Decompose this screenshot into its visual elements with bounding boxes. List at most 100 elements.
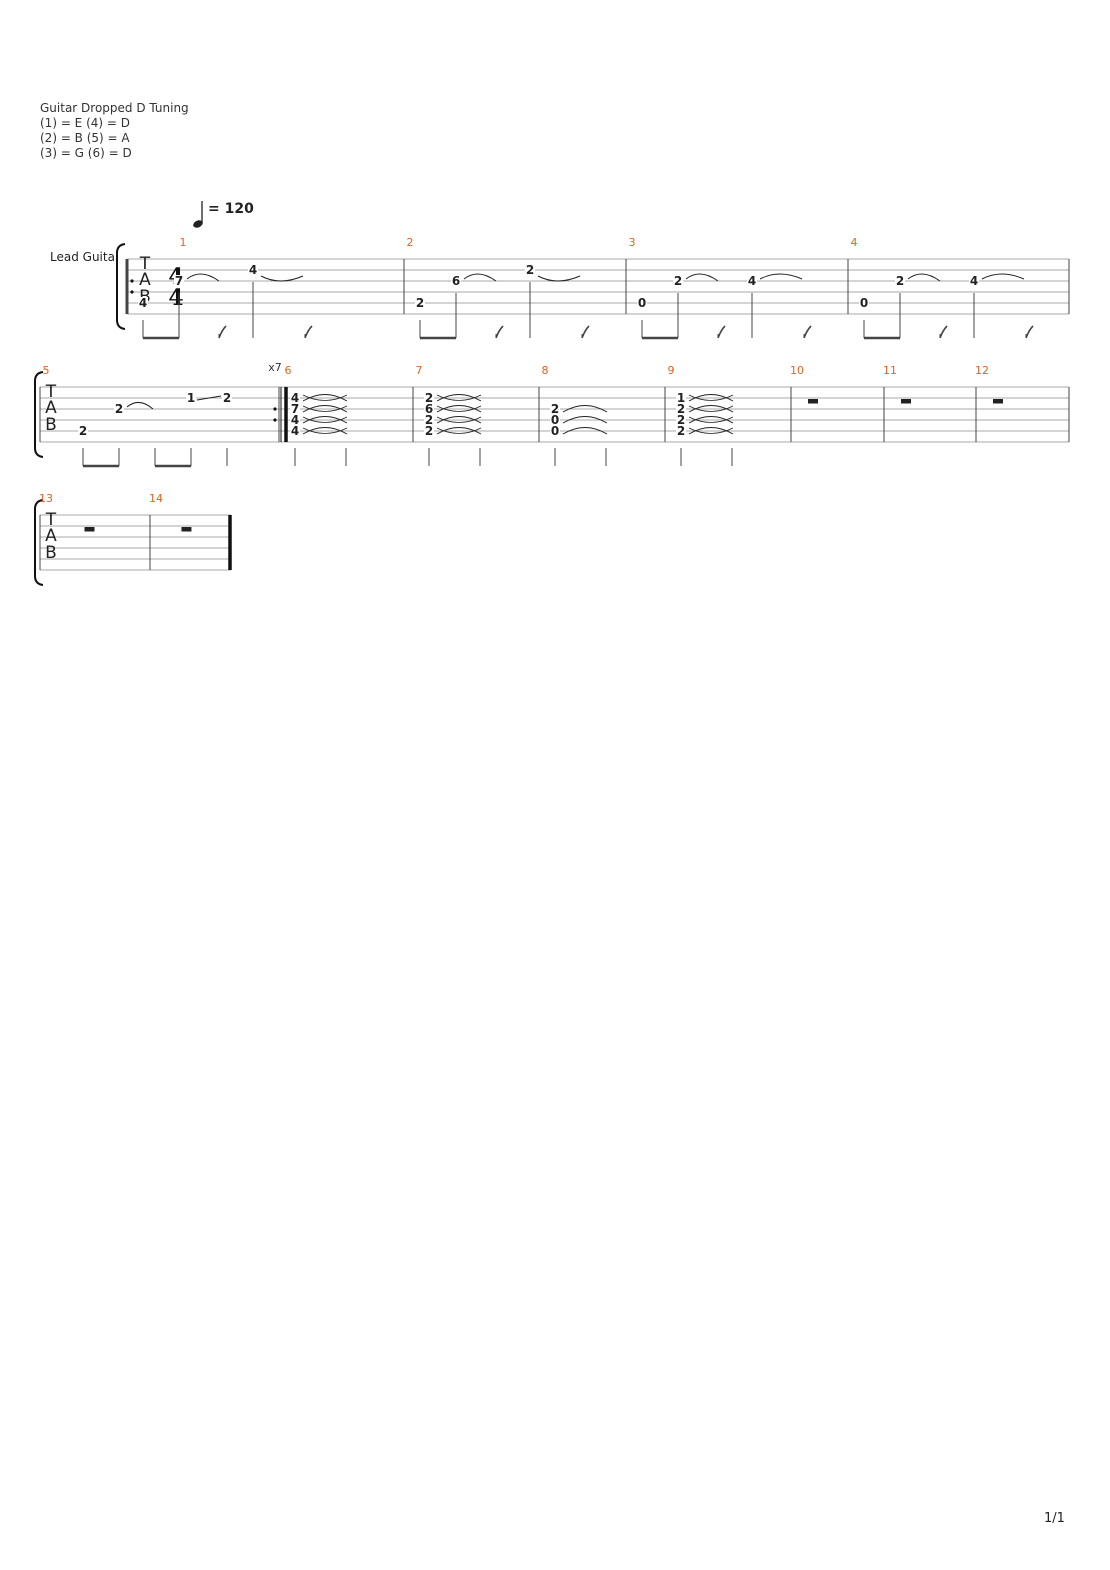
tie-arc-lower bbox=[302, 416, 348, 423]
measure-number: 11 bbox=[883, 364, 897, 377]
fret-bg bbox=[415, 297, 425, 308]
tie-arc bbox=[302, 416, 348, 424]
fret-bg bbox=[637, 297, 647, 308]
note-flag bbox=[581, 325, 590, 339]
fret-bg bbox=[550, 425, 560, 436]
tie-arc-lower bbox=[436, 427, 482, 434]
fret-number: 2 bbox=[526, 263, 534, 277]
fret-bg bbox=[290, 392, 300, 403]
fret-bg bbox=[114, 403, 124, 414]
note-flag bbox=[218, 325, 227, 339]
fret-bg bbox=[895, 275, 905, 286]
fret-number: 2 bbox=[425, 424, 433, 438]
track-name: Lead Guita bbox=[50, 250, 115, 264]
tab-clef-letter: A bbox=[139, 270, 151, 290]
slide-line bbox=[196, 395, 222, 401]
tuning-info: Guitar Dropped D Tuning (1) = E (4) = D … bbox=[40, 101, 189, 161]
page-number: 1/1 bbox=[1044, 1511, 1065, 1526]
fret-bg bbox=[676, 414, 686, 425]
fret-number: 2 bbox=[677, 413, 685, 427]
fret-number: 4 bbox=[291, 391, 299, 405]
fret-bg bbox=[174, 275, 184, 286]
note-flag bbox=[1025, 325, 1034, 339]
half-rest bbox=[901, 399, 911, 404]
time-signature-denominator: 4 bbox=[168, 285, 183, 311]
tie-arc bbox=[302, 427, 348, 435]
fret-number: 4 bbox=[291, 424, 299, 438]
repeat-count: x7 bbox=[268, 361, 282, 374]
fret-number: 4 bbox=[249, 263, 257, 277]
fret-number: 2 bbox=[677, 424, 685, 438]
tie-arc bbox=[463, 273, 497, 282]
note-flag bbox=[495, 325, 504, 339]
repeat-dot bbox=[273, 418, 277, 422]
tie-arc bbox=[688, 394, 734, 402]
tab-clef-letter: T bbox=[45, 382, 57, 402]
tie-arc bbox=[688, 416, 734, 424]
measure-number: 7 bbox=[416, 364, 423, 377]
fret-bg bbox=[222, 392, 232, 403]
fret-number: 6 bbox=[425, 402, 433, 416]
tie-arc bbox=[436, 416, 482, 424]
tie-arc bbox=[260, 275, 304, 282]
fret-bg bbox=[424, 403, 434, 414]
tie-arc bbox=[981, 273, 1025, 280]
tie-arc-lower bbox=[436, 416, 482, 423]
measure-number: 4 bbox=[851, 236, 858, 249]
fret-number: 6 bbox=[452, 274, 460, 288]
fret-number: 0 bbox=[638, 296, 646, 310]
fret-number: 4 bbox=[748, 274, 756, 288]
half-rest bbox=[808, 399, 818, 404]
fret-number: 2 bbox=[416, 296, 424, 310]
fret-bg bbox=[186, 392, 196, 403]
fret-number: 2 bbox=[896, 274, 904, 288]
tie-arc bbox=[537, 275, 581, 282]
fret-number: 4 bbox=[970, 274, 978, 288]
tab-clef-letter: B bbox=[45, 543, 57, 563]
tuning-title: Guitar Dropped D Tuning bbox=[40, 101, 189, 115]
tab-clef-letter: B bbox=[45, 415, 57, 435]
fret-number: 2 bbox=[223, 391, 231, 405]
tie-arc-lower bbox=[302, 427, 348, 434]
measure-number: 12 bbox=[975, 364, 989, 377]
fret-bg bbox=[424, 414, 434, 425]
tab-clef-letter: T bbox=[139, 254, 151, 274]
tab-clef-letter: A bbox=[45, 526, 57, 546]
fret-number: 2 bbox=[115, 402, 123, 416]
measure-number: 3 bbox=[629, 236, 636, 249]
fret-number: 1 bbox=[677, 391, 685, 405]
fret-number: 0 bbox=[551, 424, 559, 438]
tie-arc bbox=[436, 427, 482, 435]
measure-number: 13 bbox=[39, 492, 53, 505]
fret-number: 7 bbox=[175, 274, 183, 288]
fret-number: 0 bbox=[860, 296, 868, 310]
half-rest bbox=[84, 527, 95, 532]
tie-arc-lower bbox=[688, 427, 734, 434]
tie-arc bbox=[562, 405, 608, 413]
fret-number: 0 bbox=[551, 413, 559, 427]
fret-number: 2 bbox=[79, 424, 87, 438]
tie-arc bbox=[688, 427, 734, 435]
measure-number: 5 bbox=[43, 364, 50, 377]
tuning-line-3: (3) = G (6) = D bbox=[40, 146, 132, 160]
fret-number: 4 bbox=[139, 296, 147, 310]
fret-bg bbox=[676, 392, 686, 403]
tie-arc bbox=[436, 394, 482, 402]
fret-number: 2 bbox=[677, 402, 685, 416]
fret-number: 2 bbox=[425, 391, 433, 405]
system-bracket bbox=[116, 243, 126, 330]
fret-bg bbox=[451, 275, 461, 286]
tab-clef-letter: A bbox=[45, 398, 57, 418]
tie-arc-lower bbox=[688, 405, 734, 412]
fret-bg bbox=[138, 297, 148, 308]
fret-number: 1 bbox=[187, 391, 195, 405]
tie-arc-lower bbox=[436, 394, 482, 401]
fret-number: 2 bbox=[425, 413, 433, 427]
fret-bg bbox=[290, 414, 300, 425]
tie-arc bbox=[562, 427, 608, 435]
fret-bg bbox=[676, 403, 686, 414]
tie-arc bbox=[302, 394, 348, 402]
fret-bg bbox=[676, 425, 686, 436]
